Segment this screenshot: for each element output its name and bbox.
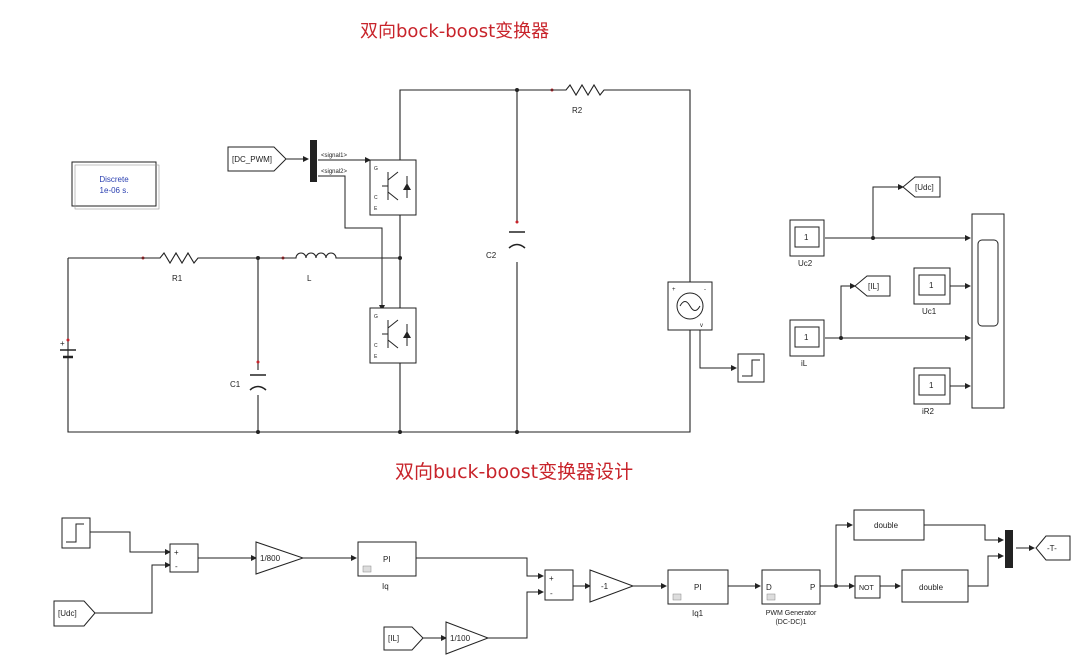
bus-selector[interactable] [310, 140, 317, 182]
display-il-name: iL [801, 359, 808, 368]
c1-label: C1 [230, 380, 241, 389]
scope-block[interactable] [971, 213, 1005, 409]
resistor-r2[interactable]: R2 [550, 83, 615, 115]
circuit-wires [67, 89, 737, 433]
igbt-upper-gate: G [374, 166, 378, 172]
pwm-d-port: D [766, 583, 772, 592]
pwm-name-1: PWM Generator [766, 610, 817, 617]
sum-block-2[interactable]: + - [544, 569, 574, 601]
goto-il-top-label: [IL] [868, 282, 879, 291]
powergui-block[interactable]: Discrete 1e-06 s. [71, 161, 160, 210]
data-type-conversion-2[interactable]: double [901, 569, 969, 603]
r1-label: R1 [172, 274, 183, 283]
bottom-title: 双向buck-boost变换器设计 [395, 461, 633, 483]
signal1-label: <signal1> [321, 153, 348, 159]
display-il[interactable]: 1 iL [789, 319, 825, 368]
l-label: L [307, 274, 312, 283]
powergui-sample-time: 1e-06 s. [100, 186, 129, 195]
goto-t[interactable]: -T- [1035, 535, 1071, 561]
display-uc2-name: Uc2 [798, 259, 813, 268]
not-label: NOT [859, 585, 875, 592]
goto-t-label: -T- [1047, 544, 1057, 553]
top-title: 双向bock-boost变换器 [360, 21, 549, 42]
sum-block-1[interactable]: + - [169, 543, 199, 573]
pi-controller-iq1[interactable]: PI Iq1 [667, 569, 729, 618]
igbt-upper[interactable]: G C E [369, 159, 417, 216]
display-ir2-name: iR2 [922, 407, 935, 416]
powergui-mode: Discrete [99, 175, 129, 184]
connection-dots [256, 88, 519, 434]
step-source-control[interactable] [61, 517, 91, 549]
goto-il-top[interactable]: [IL] [854, 275, 891, 297]
step-source-top[interactable] [737, 353, 765, 383]
sum1-minus: - [175, 562, 178, 571]
from-udc-control-label: [Udc] [58, 609, 77, 618]
pi-iq1-name: Iq1 [692, 609, 704, 618]
from-dc-pwm-label: [DC_PWM] [232, 155, 272, 164]
gain-minus-1[interactable]: -1 [589, 569, 635, 603]
pi-controller-iq[interactable]: PI Iq [357, 541, 417, 591]
not-gate[interactable]: NOT [854, 575, 881, 599]
gain-1-800[interactable]: 1/800 [255, 541, 305, 575]
pwm-generator[interactable]: D P PWM Generator (DC-DC)1 [761, 569, 821, 626]
capacitor-c1[interactable]: C1 [230, 360, 267, 391]
gain-1-100[interactable]: 1/100 [445, 621, 490, 655]
igbt-upper-e: E [374, 206, 378, 212]
display-ir2-value: 1 [929, 381, 934, 390]
dc-voltage-source[interactable]: + [60, 338, 76, 359]
double2-label: double [919, 583, 944, 592]
data-type-conversion-1[interactable]: double [853, 509, 925, 541]
resistor-r1[interactable]: R1 [140, 251, 210, 283]
vm-plus: + [672, 287, 676, 293]
voltage-measurement[interactable]: + - v [667, 281, 713, 331]
capacitor-c2[interactable]: C2 [486, 220, 526, 261]
display-uc1[interactable]: 1 Uc1 [913, 267, 951, 316]
from-il-control[interactable]: [IL] [383, 626, 424, 651]
display-uc2-value: 1 [804, 233, 809, 242]
gain1-label: 1/800 [260, 554, 281, 563]
igbt-upper-c: C [374, 195, 378, 201]
scope-wires [825, 184, 971, 389]
display-il-value: 1 [804, 333, 809, 342]
sum2-plus: + [549, 574, 554, 583]
c2-label: C2 [486, 251, 497, 260]
gain3-label: 1/100 [450, 634, 471, 643]
igbt-lower-e: E [374, 354, 378, 360]
sum1-plus: + [174, 548, 179, 557]
from-udc-control[interactable]: [Udc] [53, 600, 96, 627]
dc-source-plus: + [60, 339, 65, 348]
igbt-lower[interactable]: G C E [369, 307, 417, 364]
display-uc1-value: 1 [929, 281, 934, 290]
goto-udc-top[interactable]: [Udc] [902, 176, 941, 198]
pwm-name-2: (DC-DC)1 [775, 619, 806, 626]
from-il-control-label: [IL] [388, 634, 399, 643]
pi-iq1-label: PI [694, 583, 702, 592]
igbt-lower-gate: G [374, 314, 378, 320]
r2-label: R2 [572, 106, 583, 115]
display-uc1-name: Uc1 [922, 307, 937, 316]
pi-iq-label: PI [383, 555, 391, 564]
signal2-label: <signal2> [321, 169, 348, 175]
goto-udc-top-label: [Udc] [915, 183, 934, 192]
display-uc2[interactable]: 1 Uc2 [789, 219, 825, 268]
sum2-minus: - [550, 589, 553, 598]
from-dc-pwm[interactable]: [DC_PWM] [227, 146, 287, 172]
control-wires [90, 522, 1035, 641]
vm-v: v [700, 323, 703, 329]
igbt-lower-c: C [374, 343, 378, 349]
gain2-label: -1 [601, 582, 609, 591]
vm-minus: - [704, 287, 706, 293]
inductor-l[interactable]: L [280, 252, 350, 283]
display-ir2[interactable]: 1 iR2 [913, 367, 951, 416]
pwm-p-port: P [810, 583, 815, 592]
double1-label: double [874, 521, 899, 530]
mux-control[interactable] [1005, 530, 1013, 568]
pi-iq-name: Iq [382, 582, 389, 591]
